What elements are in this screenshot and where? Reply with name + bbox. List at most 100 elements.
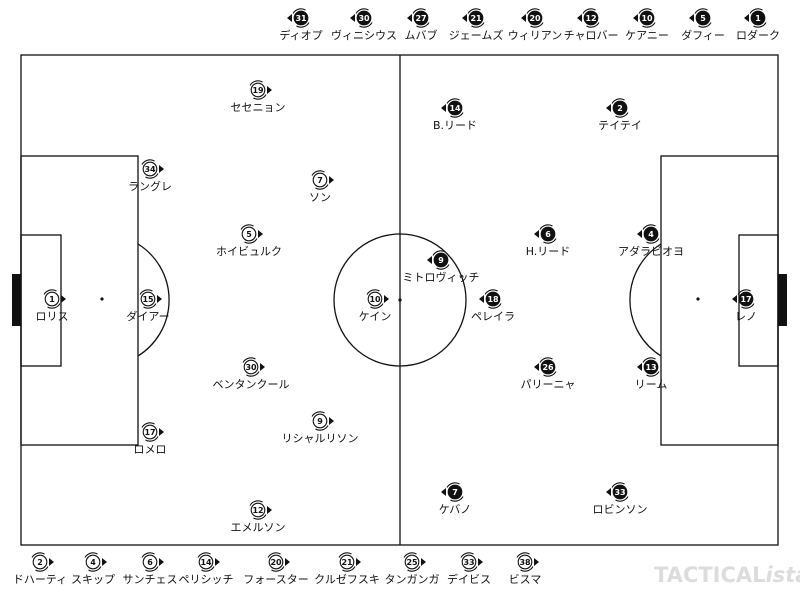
- shirt-marker-icon: [198, 554, 214, 570]
- shirt-number: 4: [648, 230, 654, 239]
- centre-circle: [333, 233, 467, 367]
- ring-arc-icon: [539, 357, 553, 363]
- shirt-number: 10: [369, 295, 381, 304]
- shirt-number: 5: [246, 230, 252, 239]
- ring-arc-icon: [412, 8, 426, 14]
- direction-arrow-icon: [61, 295, 66, 303]
- player-name: デイビス: [447, 572, 491, 586]
- direction-arrow-icon: [287, 14, 292, 22]
- ring-arc-icon: [642, 22, 656, 28]
- player-name: ミトロヴィッチ: [403, 270, 480, 284]
- player-name: ディオプ: [279, 28, 322, 42]
- shirt-marker-icon: [695, 10, 711, 26]
- ring-arc-icon: [741, 303, 755, 309]
- shirt-number: 33: [614, 488, 625, 497]
- direction-arrow-icon: [462, 14, 467, 22]
- shirt-number: 14: [200, 558, 212, 567]
- player-name: スキップ: [71, 573, 115, 586]
- watermark-italic-text: ista: [766, 563, 800, 587]
- shirt-number: 9: [317, 417, 323, 426]
- player-name: サンチェス: [123, 573, 178, 586]
- ring-arc-icon: [244, 238, 258, 244]
- player-name: ベンタンクール: [213, 378, 290, 391]
- shirt-marker-icon: [413, 10, 429, 26]
- ring-arc-icon: [366, 289, 380, 295]
- shirt-marker-icon: [312, 172, 328, 188]
- away-starters-player[interactable]: 14B.リード: [433, 98, 477, 132]
- ring-arc-icon: [141, 422, 155, 428]
- shirt-number: 38: [519, 558, 531, 567]
- player-name: ケバノ: [439, 503, 472, 516]
- shirt-marker-icon: [433, 252, 449, 268]
- ring-arc-icon: [292, 8, 306, 14]
- shirt-number: 14: [449, 104, 461, 113]
- direction-arrow-icon: [267, 86, 272, 94]
- ring-arc-icon: [315, 184, 329, 190]
- ring-arc-icon: [749, 8, 763, 14]
- player-name: ダフィー: [681, 28, 725, 42]
- player-name: ドハーティ: [13, 573, 67, 586]
- direction-arrow-icon: [49, 558, 54, 566]
- shirt-number: 18: [487, 295, 499, 304]
- ring-arc-icon: [446, 98, 460, 104]
- direction-arrow-icon: [732, 295, 737, 303]
- shirt-marker-icon: [140, 291, 156, 307]
- player-name: チャロバー: [564, 29, 619, 42]
- shirt-marker-icon: [643, 226, 659, 242]
- ring-arc-icon: [446, 482, 460, 488]
- ring-arc-icon: [359, 22, 373, 28]
- home-starters-player[interactable]: 7ソン: [309, 170, 334, 204]
- away-starters-player[interactable]: 6H.リード: [526, 224, 571, 258]
- direction-arrow-icon: [534, 363, 539, 371]
- ring-arc-icon: [249, 80, 263, 86]
- right-goal: [778, 274, 787, 326]
- ring-arc-icon: [516, 552, 530, 558]
- ring-arc-icon: [47, 303, 61, 309]
- ring-arc-icon: [315, 425, 329, 431]
- shirt-marker-icon: [142, 554, 158, 570]
- shirt-number: 21: [341, 558, 353, 567]
- direction-arrow-icon: [534, 558, 539, 566]
- ring-arc-icon: [694, 8, 708, 14]
- ring-arc-icon: [139, 289, 153, 295]
- player-name: ソン: [309, 191, 331, 204]
